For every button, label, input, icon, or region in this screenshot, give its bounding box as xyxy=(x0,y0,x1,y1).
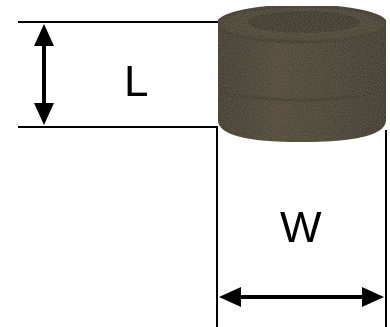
length-arrow-down xyxy=(34,103,54,125)
bushing-photo-icon xyxy=(216,4,388,142)
bushing-body xyxy=(218,24,386,142)
length-dimension xyxy=(18,21,218,128)
length-arrow-up xyxy=(34,24,54,46)
length-label: L xyxy=(124,57,149,106)
bushing-chamfer xyxy=(216,4,388,44)
width-dimension xyxy=(216,127,387,327)
width-arrow-right xyxy=(362,287,384,307)
bushing-bore-hole xyxy=(248,11,360,33)
width-label: W xyxy=(280,203,322,252)
bushing-groove xyxy=(219,90,385,102)
width-arrow-left xyxy=(219,287,241,307)
